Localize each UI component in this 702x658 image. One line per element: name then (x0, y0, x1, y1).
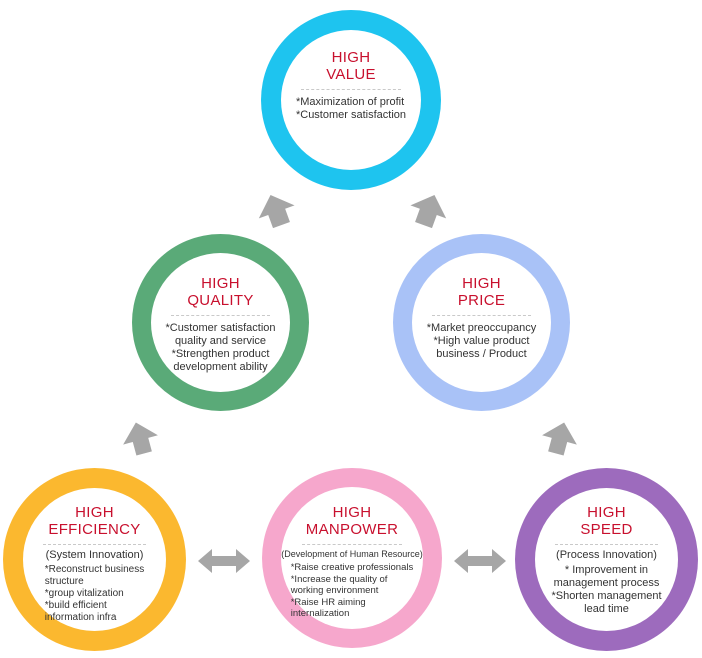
subtitle-high-manpower: (Development of Human Resource) (281, 549, 423, 559)
items-high-value: *Maximization of profit *Customer satisf… (295, 96, 407, 121)
double-arrow-manpower-speed (454, 549, 506, 573)
arrow-speed-to-price (542, 422, 577, 456)
items-high-speed: * Improvement in management process *Sho… (551, 564, 662, 615)
items-high-manpower: *Raise creative professionals *Increase … (290, 562, 414, 619)
subtitle-high-efficiency: (System Innovation) (45, 549, 144, 561)
subtitle-high-speed: (Process Innovation) (556, 549, 657, 561)
double-arrow-efficiency-manpower (198, 549, 250, 573)
items-high-quality: *Customer satisfaction quality and servi… (165, 322, 276, 373)
arrow-efficiency-to-quality (123, 422, 158, 456)
items-high-price: *Market preoccupancy *High value product… (426, 322, 537, 360)
arrow-price-to-value (410, 194, 447, 228)
arrow-quality-to-value (258, 194, 295, 228)
items-high-efficiency: *Reconstruct business structure *group v… (44, 564, 145, 623)
